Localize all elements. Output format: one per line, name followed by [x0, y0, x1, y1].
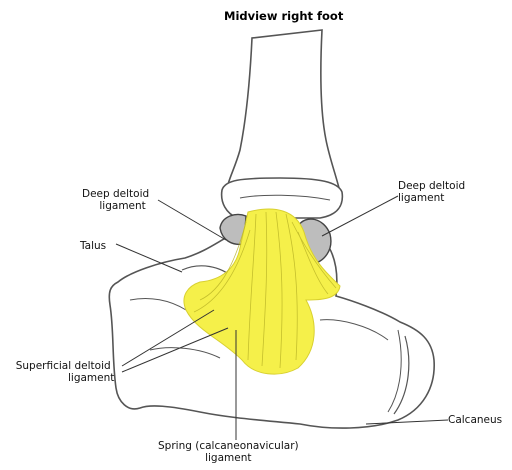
diagram-title: Midview right foot — [224, 9, 343, 23]
label-superficial-deltoid: Superficial deltoid ligament — [12, 360, 114, 384]
label-line: Deep deltoid — [398, 180, 465, 192]
label-talus: Talus — [80, 240, 106, 252]
label-calcaneus: Calcaneus — [448, 414, 502, 426]
label-line: ligament — [12, 372, 114, 384]
label-deep-deltoid-right: Deep deltoid ligament — [398, 180, 465, 204]
label-line: Deep deltoid — [82, 188, 149, 200]
label-line: ligament — [398, 192, 465, 204]
label-spring-ligament: Spring (calcaneonavicular) ligament — [158, 440, 299, 464]
label-line: Spring (calcaneonavicular) — [158, 440, 299, 452]
label-deep-deltoid-left: Deep deltoid ligament — [82, 188, 149, 212]
label-line: ligament — [82, 200, 149, 212]
label-line: Superficial deltoid — [12, 360, 114, 372]
label-line: ligament — [158, 452, 299, 464]
tibia-bone — [222, 30, 343, 218]
